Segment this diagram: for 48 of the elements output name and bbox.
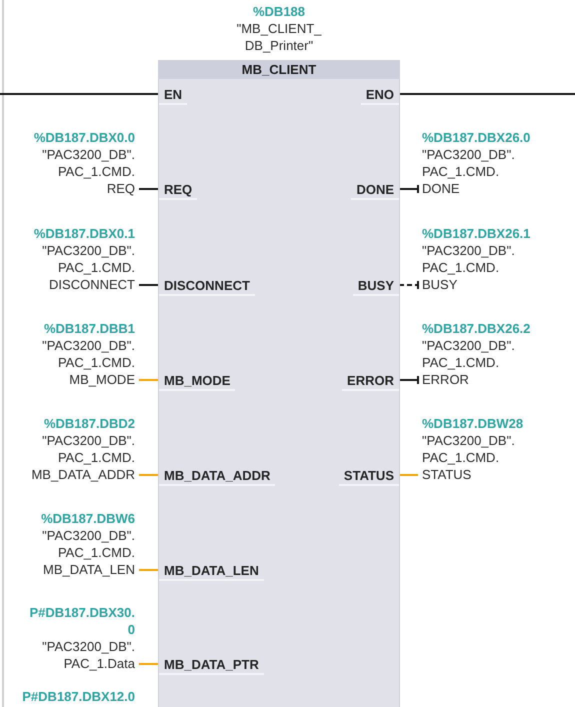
operand-address: %DB187.DBX26.2: [422, 320, 530, 336]
pin-label: MB_DATA_ADDR: [159, 466, 276, 486]
wire: [139, 379, 159, 381]
pin-label: EN: [159, 86, 188, 104]
pin-label: MB_MODE: [159, 372, 236, 390]
pin-label: ERROR: [342, 372, 399, 390]
operand-tag: "PAC3200_DB". PAC_1.CMD. BUSY: [422, 242, 515, 292]
wire: [139, 188, 159, 190]
block-header: MB_CLIENT: [159, 61, 399, 79]
wire: [139, 663, 159, 665]
wire: [399, 280, 419, 290]
pin-label: BUSY: [352, 276, 399, 296]
pin-label: REQ: [159, 180, 198, 200]
operand-tag: "PAC3200_DB". PAC_1.CMD. ERROR: [422, 336, 515, 388]
pin-label: MB_DATA_PTR: [159, 656, 264, 674]
pin-label: ENO: [360, 86, 399, 104]
operand-address: P#DB187.DBX12.0: [22, 688, 135, 705]
operand-tag: "PAC3200_DB". PAC_1.CMD. MB_MODE: [42, 336, 135, 388]
pin-label: DISCONNECT: [159, 276, 255, 296]
instance-name: "MB_CLIENT_ DB_Printer": [236, 20, 322, 54]
wire: [399, 474, 418, 476]
pin-label: MB_DATA_LEN: [159, 562, 264, 580]
wire: [0, 93, 159, 95]
wire: [139, 284, 159, 286]
operand-address: %DB187.DBX26.1: [422, 224, 530, 242]
pin-label: STATUS: [338, 466, 399, 486]
wire: [139, 569, 159, 571]
wire: [139, 474, 159, 476]
operand-tag: "PAC3200_DB". PAC_1.CMD. MB_DATA_ADDR: [31, 432, 135, 482]
operand-address: %DB187.DBW28: [422, 414, 524, 432]
operand-tag: "PAC3200_DB". PAC_1.CMD. STATUS: [422, 432, 515, 482]
operand-address: P#DB187.DBX30. 0: [30, 604, 135, 638]
operand-address: %DB187.DBX26.0: [422, 128, 530, 146]
operand-tag: "PAC3200_DB". PAC_1.Data: [42, 638, 135, 672]
operand-address: %DB187.DBX0.0: [34, 128, 135, 146]
wire: [399, 375, 419, 385]
operand-address: %DB187.DBB1: [44, 320, 135, 336]
operand-address: %DB187.DBD2: [44, 414, 135, 432]
operand-address: %DB187.DBX0.1: [34, 224, 135, 242]
operand-address: %DB187.DBW6: [41, 510, 135, 526]
operand-tag: "PAC3200_DB". PAC_1.CMD. REQ: [42, 146, 135, 196]
operand-tag: "PAC3200_DB". PAC_1.CMD. MB_DATA_LEN: [42, 526, 135, 578]
operand-tag: "PAC3200_DB". PAC_1.CMD. DISCONNECT: [42, 242, 135, 292]
operand-tag: "PAC3200_DB". PAC_1.CMD. DONE: [422, 146, 515, 196]
pin-label: DONE: [351, 180, 399, 200]
wire: [399, 184, 419, 194]
instance-address: %DB188: [252, 3, 306, 20]
wire: [399, 93, 575, 95]
